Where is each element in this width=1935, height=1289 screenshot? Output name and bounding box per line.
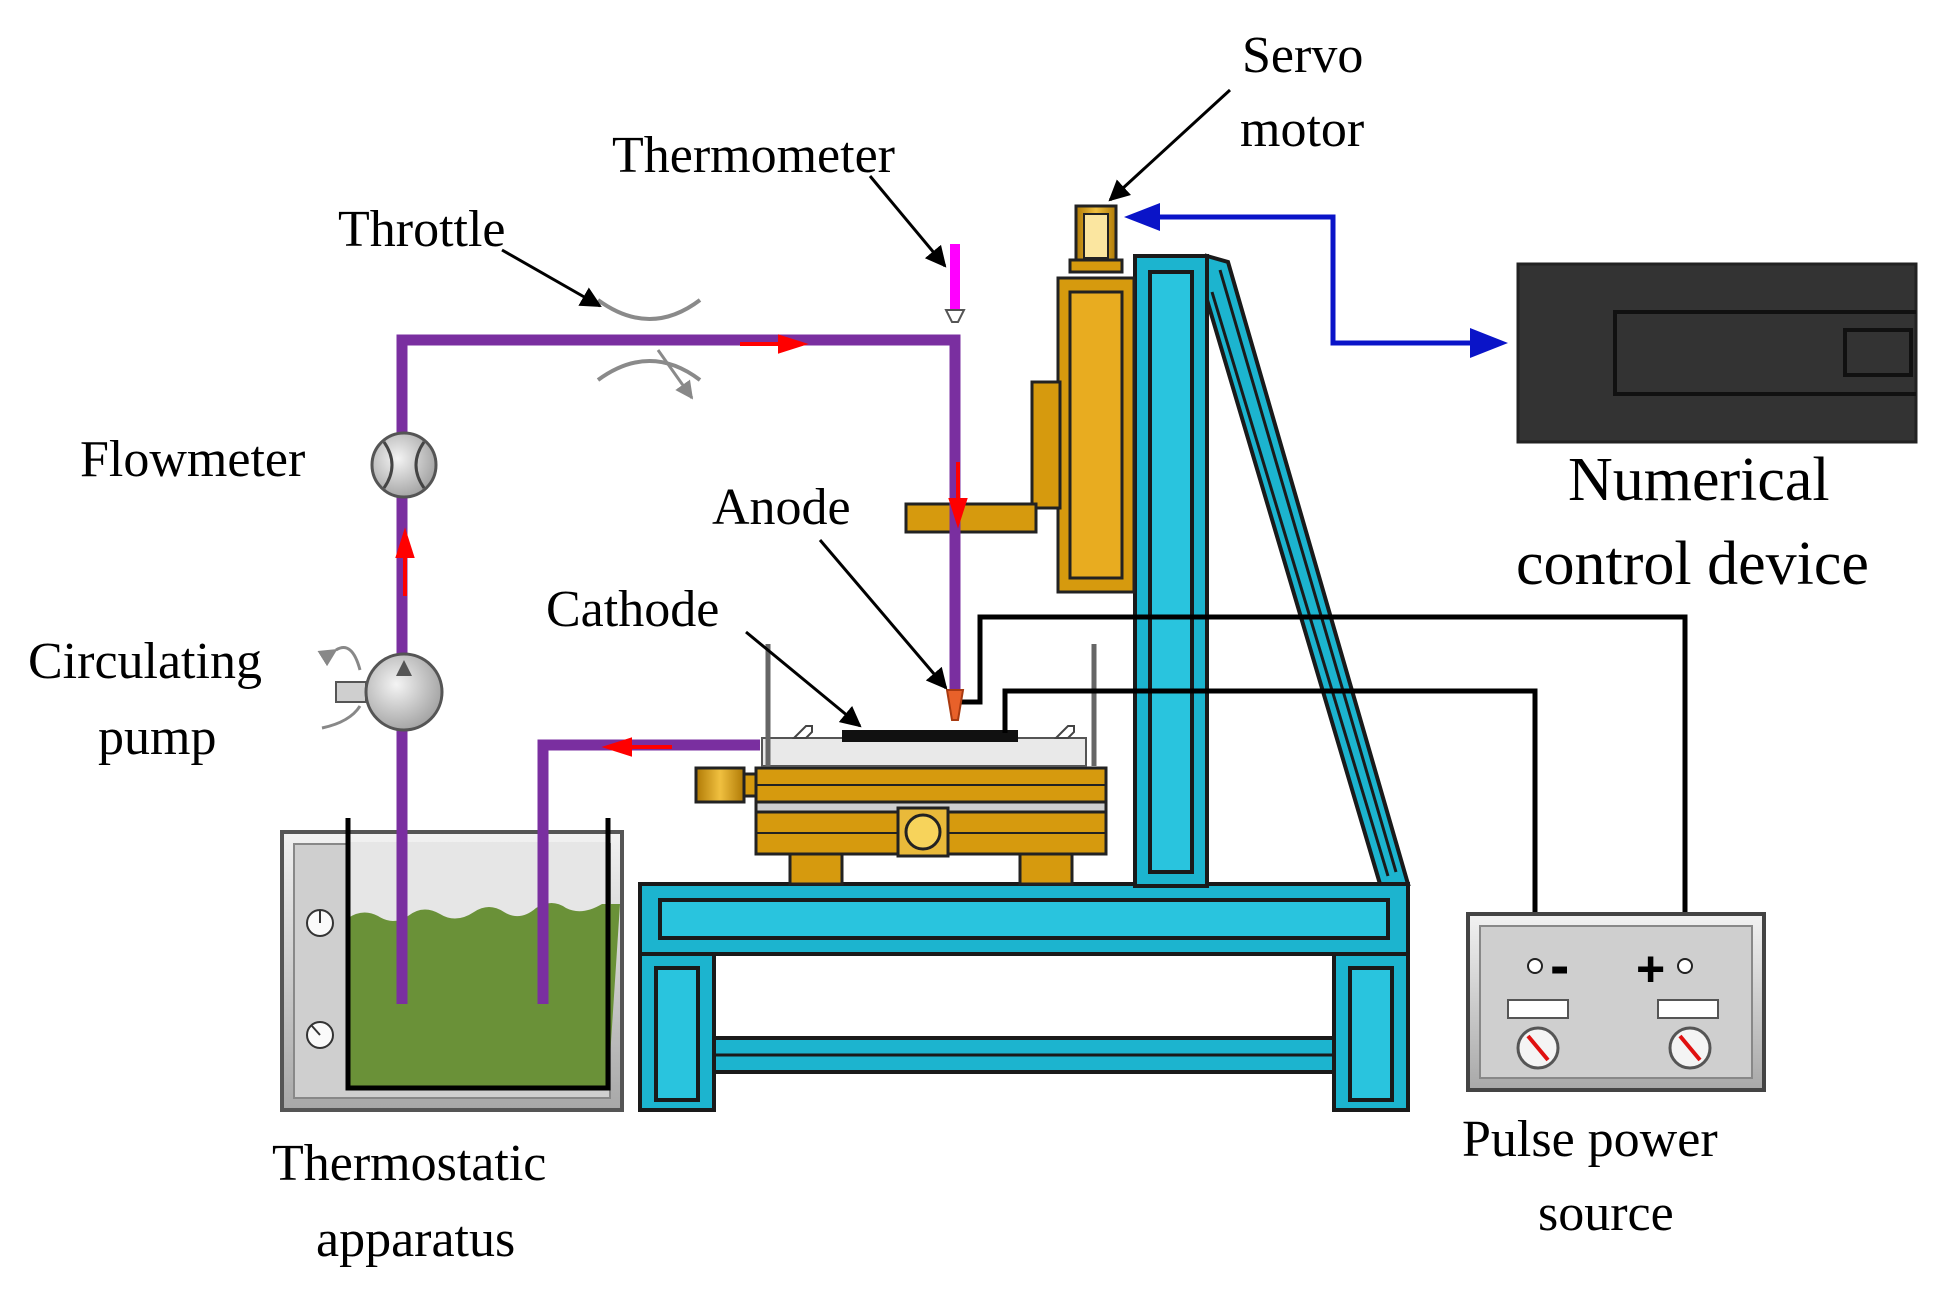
servo-motor-label-2: motor (1240, 101, 1364, 158)
electrolytic-cell (761, 644, 1097, 767)
circulating-pump-icon (317, 646, 444, 732)
timer-dial-icon (306, 1021, 334, 1049)
servo-motor (1068, 204, 1124, 274)
anode-label: Anode (712, 479, 851, 536)
thermostatic-apparatus-label: Thermostatic (272, 1135, 546, 1192)
worktable (694, 766, 1108, 886)
pulse-power-label: Pulse power (1462, 1111, 1718, 1168)
z-axis-slide (904, 276, 1136, 594)
electrolyte-liquid (348, 903, 620, 1088)
leader-arrows (501, 88, 1232, 728)
throttle-valve-icon (596, 298, 702, 400)
pulse-power-label-2: source (1538, 1185, 1674, 1242)
circulating-pump-label: Circulating (28, 633, 262, 690)
thermostatic-apparatus (280, 818, 624, 1112)
throttle-label: Throttle (338, 201, 506, 258)
thermometer (944, 244, 966, 323)
positive-terminal (1677, 958, 1693, 974)
thermometer-label: Thermometer (612, 127, 895, 184)
flow-direction-arrows (395, 334, 968, 757)
frequency-knob-icon (1668, 1026, 1712, 1070)
thermostatic-apparatus-label-2: apparatus (316, 1211, 515, 1268)
numerical-control-device (1516, 262, 1918, 444)
numerical-control-label: Numerical (1568, 446, 1830, 514)
flowmeter-label: Flowmeter (80, 431, 305, 488)
power-wires (958, 614, 1688, 966)
negative-terminal (1527, 958, 1543, 974)
cathode-label: Cathode (546, 581, 719, 638)
servo-motor-label: Servo (1242, 27, 1363, 84)
cathode-plate (842, 730, 1018, 742)
circulating-pump-label-2: pump (98, 709, 216, 766)
machine-frame (638, 253, 1411, 1112)
plus-sign: + (1636, 941, 1665, 997)
control-signal-line (1124, 203, 1508, 358)
temperature-dial-icon (306, 909, 334, 937)
minus-sign: - (1550, 933, 1569, 998)
numerical-control-label-2: control device (1516, 530, 1869, 598)
voltage-knob-icon (1516, 1026, 1560, 1070)
flowmeter-icon (370, 431, 438, 499)
anode-nozzle-icon (945, 689, 965, 721)
pulse-power-source (1466, 912, 1766, 1092)
